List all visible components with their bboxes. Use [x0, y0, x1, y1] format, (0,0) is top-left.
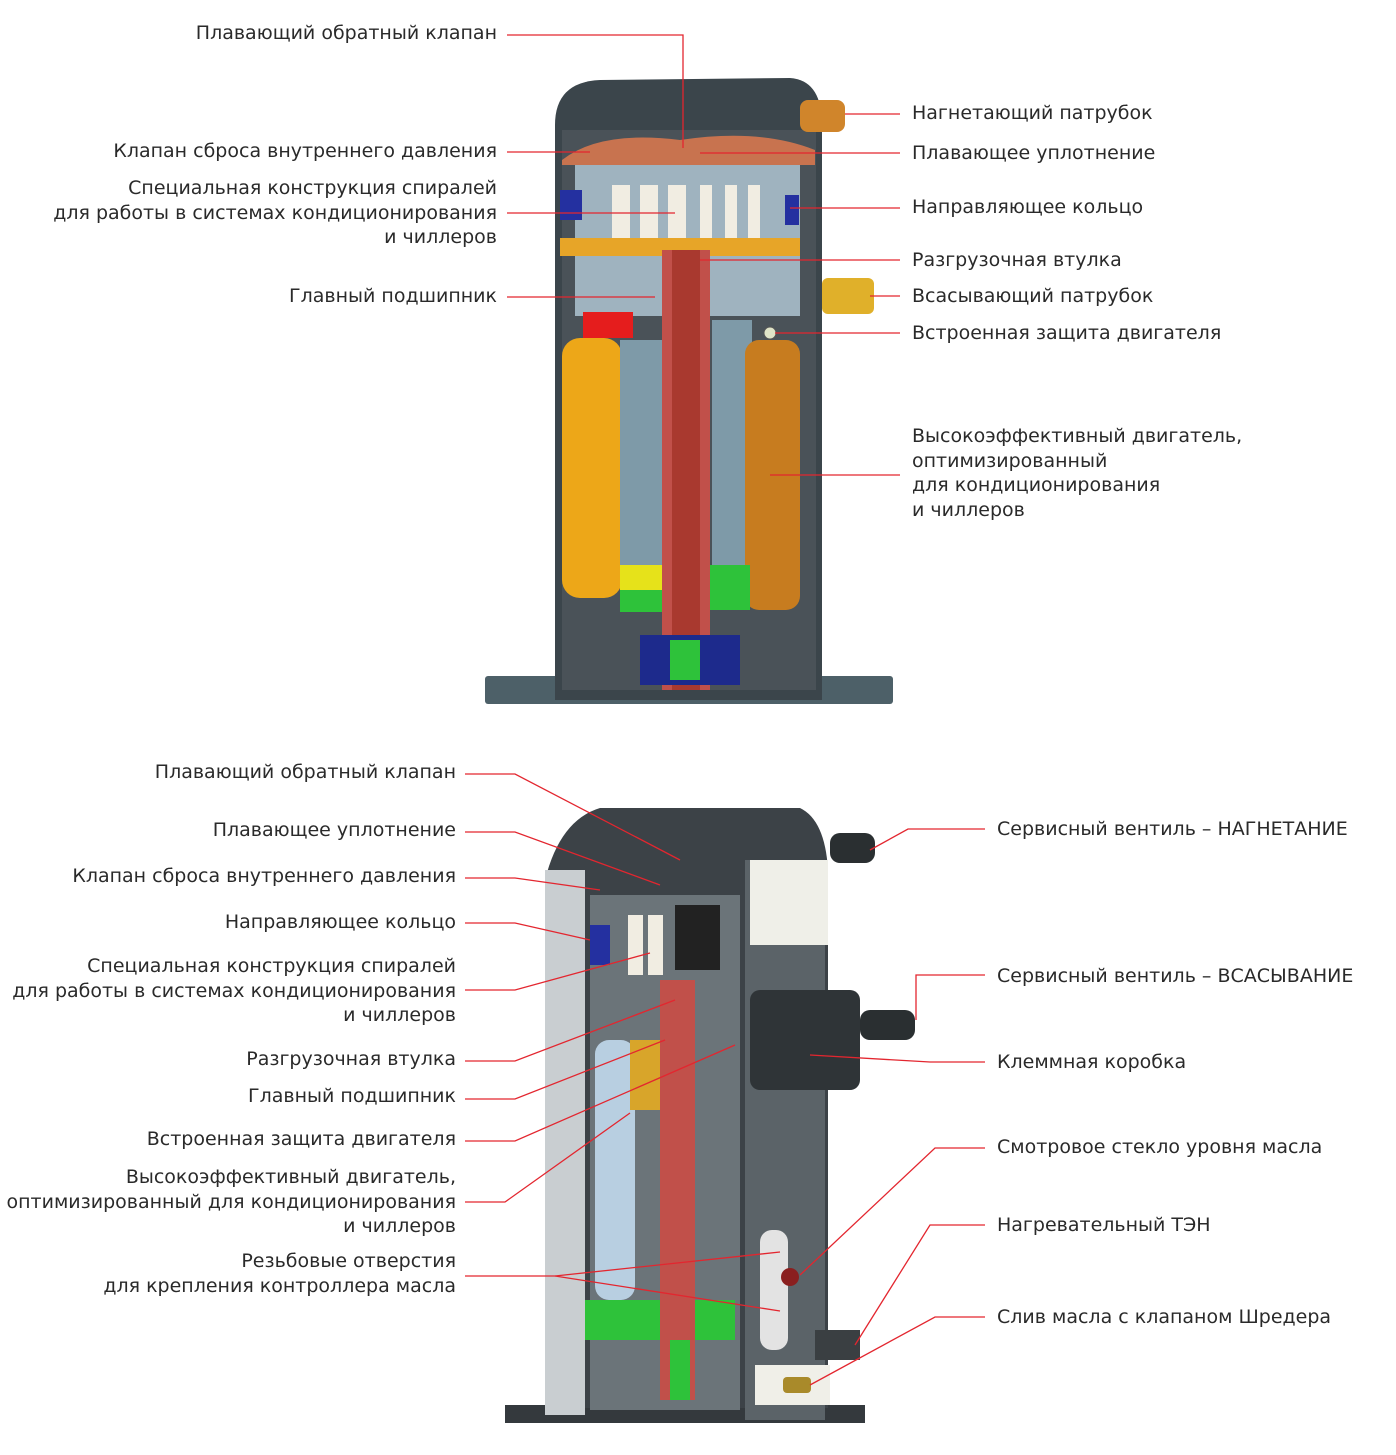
- label-unloader-bushing: Разгрузочная втулка: [246, 1048, 456, 1070]
- label-line: и чиллеров: [912, 498, 1025, 521]
- label-line: для работы в системах кондиционирования: [53, 201, 497, 224]
- label-oil-drain-schrader: Слив масла с клапаном Шредера: [997, 1306, 1332, 1328]
- top-compressor-cutaway: [485, 78, 893, 704]
- bottom-compressor-cutaway: [505, 808, 915, 1423]
- label-pressure-relief-valve: Клапан сброса внутреннего давления: [72, 865, 456, 887]
- label-scroll-design: Специальная конструкция спиралей для раб…: [53, 176, 497, 250]
- label-oil-sight-glass: Смотровое стекло уровня масла: [997, 1136, 1323, 1158]
- label-line: и чиллеров: [343, 1215, 456, 1237]
- label-threaded-holes: Резьбовые отверстия для крепления контро…: [103, 1249, 456, 1298]
- label-line: Высокоэффективный двигатель,: [125, 1166, 456, 1188]
- label-line: для крепления контроллера масла: [103, 1274, 456, 1297]
- leader-lines: [465, 34, 985, 1386]
- label-line: и чиллеров: [384, 226, 497, 248]
- label-discharge-pipe: Нагнетающий патрубок: [912, 102, 1153, 124]
- label-floating-check-valve: Плавающий обратный клапан: [195, 22, 497, 44]
- label-line: Специальная конструкция спиралей: [128, 177, 497, 199]
- label-line: для работы в системах кондиционирования: [12, 979, 456, 1002]
- label-motor-protection: Встроенная защита двигателя: [912, 322, 1222, 344]
- label-suction-service-valve: Сервисный вентиль – ВСАСЫВАНИЕ: [997, 965, 1354, 987]
- label-scroll-design: Специальная конструкция спиралей для раб…: [12, 954, 456, 1028]
- label-pressure-relief-valve: Клапан сброса внутреннего давления: [113, 140, 497, 162]
- label-line: Специальная конструкция спиралей: [87, 955, 456, 977]
- label-suction-pipe: Всасывающий патрубок: [912, 285, 1154, 307]
- label-floating-seal: Плавающее уплотнение: [912, 142, 1156, 164]
- label-main-bearing: Главный подшипник: [248, 1085, 456, 1107]
- label-line: Резьбовые отверстия: [241, 1250, 456, 1272]
- label-line: для кондиционирования: [912, 474, 1161, 496]
- label-terminal-box: Клеммная коробка: [997, 1051, 1187, 1073]
- label-guide-ring: Направляющее кольцо: [224, 911, 456, 933]
- label-main-bearing: Главный подшипник: [289, 285, 497, 307]
- label-motor: Высокоэффективный двигатель, оптимизиров…: [6, 1165, 456, 1239]
- label-floating-seal: Плавающее уплотнение: [212, 819, 456, 841]
- label-line: оптимизированный: [912, 449, 1108, 472]
- label-floating-check-valve: Плавающий обратный клапан: [154, 761, 456, 783]
- label-guide-ring: Направляющее кольцо: [912, 196, 1144, 218]
- label-line: оптимизированный для кондиционирования: [6, 1190, 456, 1213]
- label-motor: Высокоэффективный двигатель, оптимизиров…: [912, 424, 1242, 522]
- label-unloader-bushing: Разгрузочная втулка: [912, 249, 1122, 271]
- label-line: и чиллеров: [343, 1004, 456, 1026]
- label-discharge-service-valve: Сервисный вентиль – НАГНЕТАНИЕ: [997, 818, 1348, 840]
- label-motor-protection: Встроенная защита двигателя: [146, 1128, 456, 1150]
- label-crankcase-heater: Нагревательный ТЭН: [997, 1214, 1211, 1236]
- label-line: Высокоэффективный двигатель,: [912, 425, 1243, 447]
